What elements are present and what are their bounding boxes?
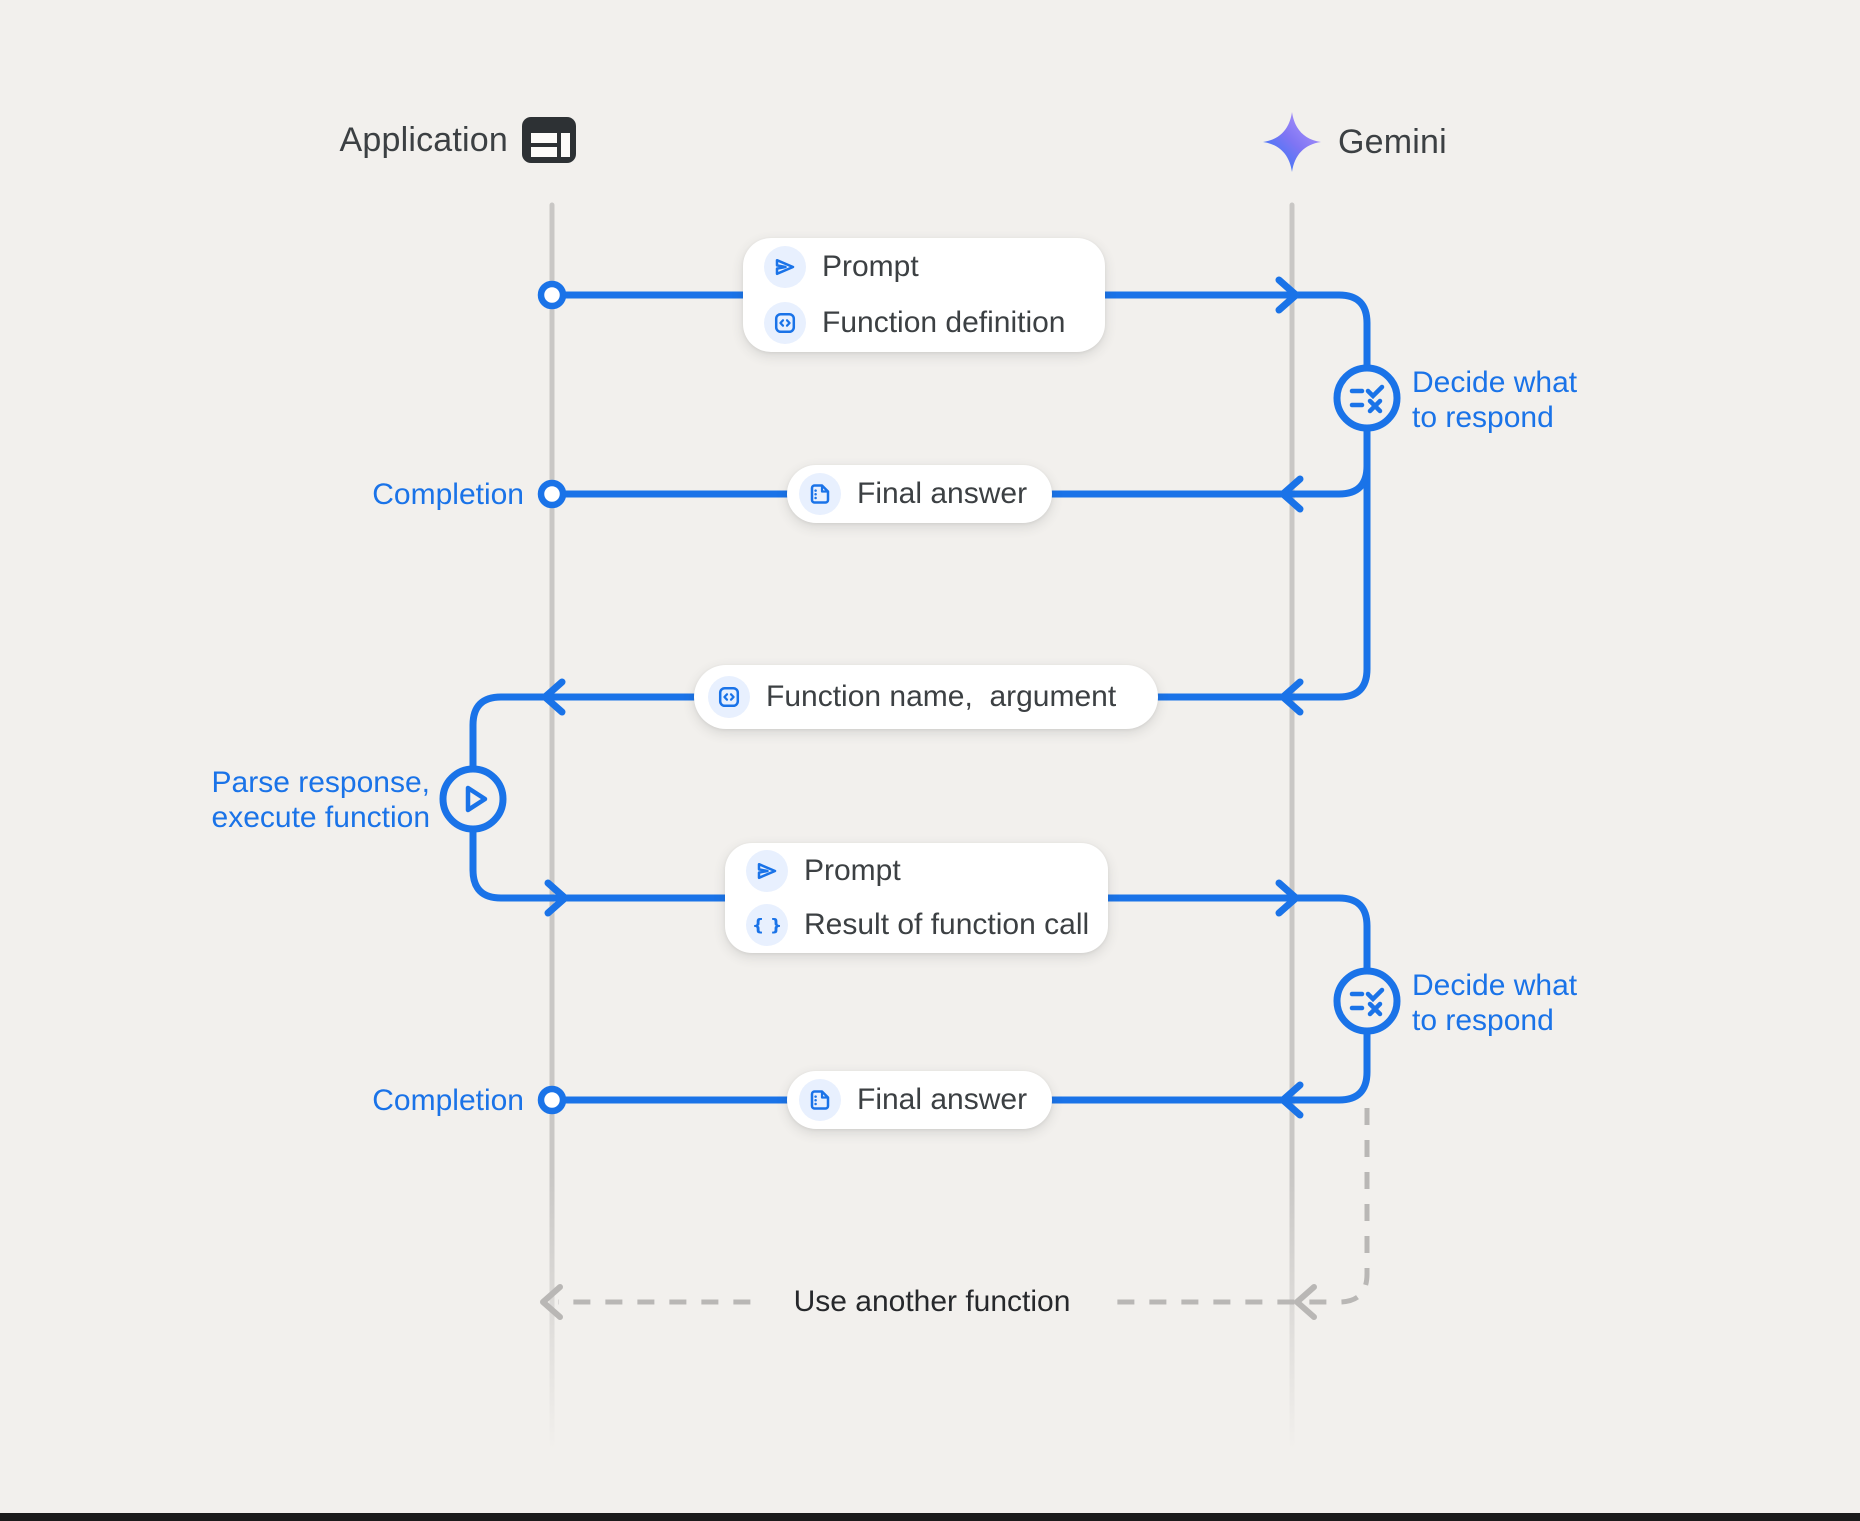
bottom-edge-bar [0, 1513, 1860, 1521]
code-icon [708, 676, 750, 718]
message-label: Function name, argument [766, 680, 1117, 713]
message-final-answer-2: Final answer [787, 1071, 1052, 1129]
application-title: Application [339, 121, 508, 159]
message-label: Function definition [822, 306, 1066, 339]
arrow-left-gemini-row3-icon [1279, 678, 1304, 716]
message-row: Final answer [787, 1072, 1052, 1128]
message-prompt-function-definition: Prompt Function definition [743, 238, 1105, 352]
braces-icon: { } [746, 904, 788, 946]
message-row: Final answer [787, 466, 1052, 522]
message-label: Prompt [822, 250, 919, 283]
decide1-line-1: Decide what [1412, 366, 1578, 399]
message-label: Final answer [857, 1083, 1028, 1116]
parse-response-label: Parse response, execute function [150, 765, 430, 835]
decide-label-2: Decide what to respond [1412, 968, 1672, 1038]
send-icon [746, 850, 788, 892]
message-label: Prompt [804, 854, 901, 887]
decide-node-2 [1333, 967, 1401, 1035]
gemini-sparkle-icon [1263, 112, 1321, 172]
document-icon [799, 1079, 841, 1121]
flow-final-answer1 [559, 462, 1371, 498]
message-function-name-argument: Function name, argument [694, 665, 1158, 729]
completion2-terminal-circle [537, 1085, 567, 1115]
message-final-answer-1: Final answer [787, 465, 1052, 523]
message-row: Function name, argument [694, 669, 1158, 725]
arrow-right-gemini-row1-icon [1275, 276, 1300, 314]
decide1-line-2: to respond [1412, 401, 1554, 434]
completion1-terminal-circle [537, 479, 567, 509]
play-icon [465, 785, 488, 813]
arrow-left-application-row3-icon [541, 678, 566, 716]
arrow-left-gemini-row2-icon [1279, 475, 1304, 513]
arrow-left-gemini-row5-icon [1279, 1081, 1304, 1119]
svg-text:{ }: { } [754, 916, 780, 936]
arrow-right-application-row4-icon [544, 879, 569, 917]
send-icon [764, 246, 806, 288]
message-label: Final answer [857, 477, 1028, 510]
decide2-line-2: to respond [1412, 1004, 1554, 1037]
start-terminal-circle [537, 280, 567, 310]
document-icon [799, 473, 841, 515]
parse-execute-node [439, 765, 507, 833]
parse-line-2: execute function [211, 801, 430, 834]
flow-prompt1 [548, 291, 1371, 372]
arrow-right-gemini-row4-icon [1275, 879, 1300, 917]
completion-label-2: Completion [372, 1084, 524, 1117]
app-window-icon [522, 117, 576, 163]
message-row: Function definition [743, 295, 1105, 351]
parse-line-1: Parse response, [211, 766, 430, 799]
dashed-arrow-left-gemini-icon [1294, 1284, 1317, 1320]
dashed-arrow-left-application-icon [540, 1284, 563, 1320]
use-another-function-label: Use another function [755, 1283, 1109, 1321]
message-prompt-result: Prompt { } Result of function call [725, 843, 1108, 953]
decide-node-1 [1333, 364, 1401, 432]
message-row: Prompt [725, 844, 1108, 898]
blue-flow-paths [469, 276, 1371, 1119]
decide-label-1: Decide what to respond [1412, 365, 1672, 435]
use-another-function-flow [540, 1108, 1370, 1320]
rule-icon [1349, 384, 1385, 414]
code-icon [764, 302, 806, 344]
completion-label-1: Completion [372, 478, 524, 511]
decide2-line-1: Decide what [1412, 969, 1578, 1002]
rule-icon [1349, 987, 1385, 1017]
gemini-title: Gemini [1338, 123, 1447, 161]
message-row: { } Result of function call [725, 898, 1108, 952]
flow-final-answer2 [559, 1027, 1371, 1104]
message-label: Result of function call [804, 908, 1090, 941]
message-row: Prompt [743, 239, 1105, 295]
